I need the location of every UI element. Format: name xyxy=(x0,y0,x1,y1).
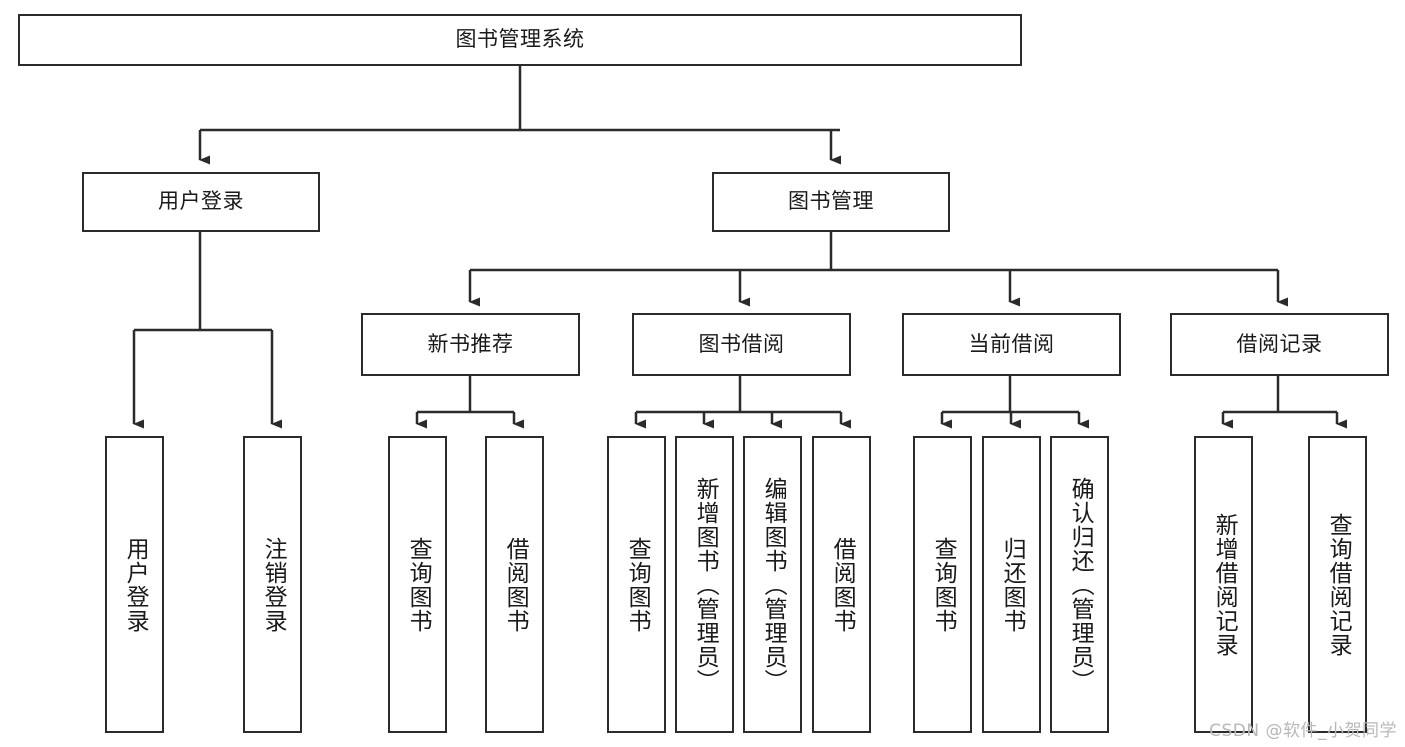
leaf-current-return-book[interactable]: 归还图书 xyxy=(982,436,1041,733)
leaf-current-confirm-return[interactable]: 确认归还（管理员） xyxy=(1050,436,1109,733)
leaf-borrow-query-book[interactable]: 查询图书 xyxy=(607,436,666,733)
csdn-watermark: CSDN @软件_小贺同学 xyxy=(1209,721,1397,741)
node-new-book-recommend[interactable]: 新书推荐 xyxy=(361,313,580,376)
leaf-label: 借阅图书 xyxy=(829,536,856,633)
node-book-borrow[interactable]: 图书借阅 xyxy=(632,313,851,376)
leaf-borrow-borrow-book[interactable]: 借阅图书 xyxy=(812,436,871,733)
node-root-system[interactable]: 图书管理系统 xyxy=(18,14,1022,66)
leaf-label: 新增图书（管理员） xyxy=(692,476,719,693)
leaf-label: 确认归还（管理员） xyxy=(1067,476,1094,693)
leaf-new-book-borrow[interactable]: 借阅图书 xyxy=(485,436,544,733)
leaf-current-query-book[interactable]: 查询图书 xyxy=(913,436,972,733)
node-current-borrow[interactable]: 当前借阅 xyxy=(902,313,1121,376)
leaf-label: 新增借阅记录 xyxy=(1211,512,1238,657)
node-borrow-record[interactable]: 借阅记录 xyxy=(1170,313,1389,376)
leaf-user-login-logout[interactable]: 注销登录 xyxy=(243,436,302,733)
node-user-login[interactable]: 用户登录 xyxy=(82,172,320,232)
leaf-label: 用户登录 xyxy=(122,536,149,633)
leaf-label: 借阅图书 xyxy=(502,536,529,633)
leaf-record-query-record[interactable]: 查询借阅记录 xyxy=(1308,436,1367,733)
leaf-label: 查询借阅记录 xyxy=(1325,512,1352,657)
leaf-label: 编辑图书（管理员） xyxy=(760,476,787,693)
leaf-label: 查询图书 xyxy=(405,536,432,633)
leaf-borrow-add-book[interactable]: 新增图书（管理员） xyxy=(675,436,734,733)
leaf-user-login-login[interactable]: 用户登录 xyxy=(105,436,164,733)
leaf-record-add-record[interactable]: 新增借阅记录 xyxy=(1194,436,1253,733)
leaf-borrow-edit-book[interactable]: 编辑图书（管理员） xyxy=(743,436,802,733)
leaf-label: 注销登录 xyxy=(260,536,287,633)
leaf-label: 查询图书 xyxy=(930,536,957,633)
leaf-new-book-query[interactable]: 查询图书 xyxy=(388,436,447,733)
node-book-management[interactable]: 图书管理 xyxy=(712,172,950,232)
leaf-label: 查询图书 xyxy=(624,536,651,633)
leaf-label: 归还图书 xyxy=(999,536,1026,633)
